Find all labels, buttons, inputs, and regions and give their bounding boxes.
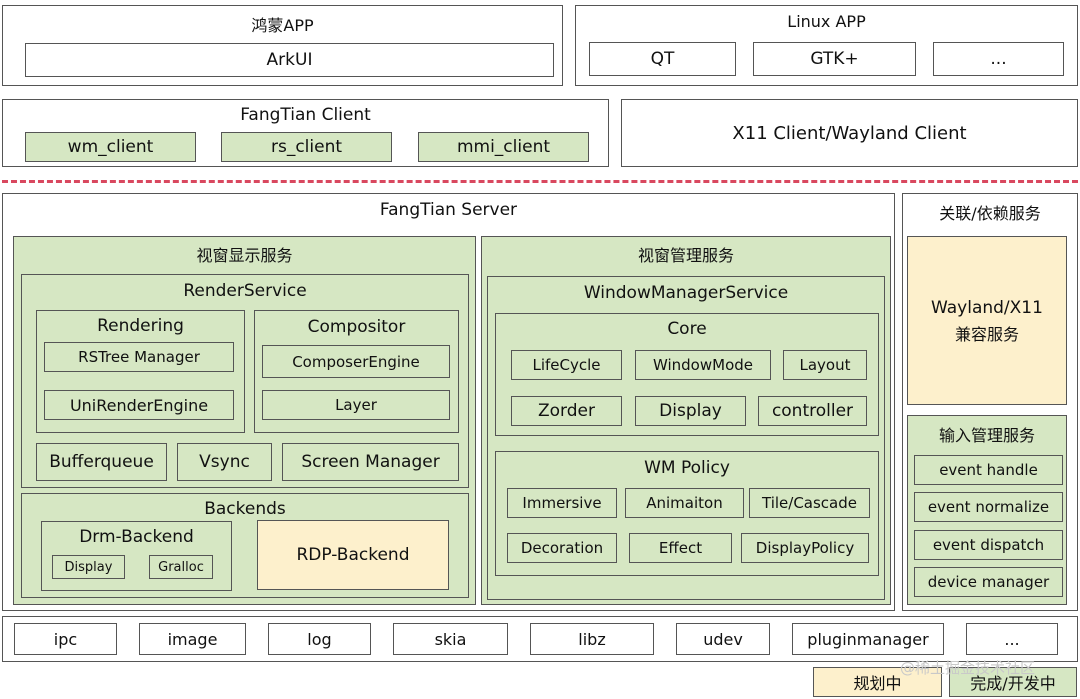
mmi-client-box: mmi_client bbox=[418, 132, 589, 162]
lib-log: log bbox=[268, 623, 371, 655]
fangtian-server-title: FangTian Server bbox=[379, 200, 518, 220]
core-title: Core bbox=[667, 319, 707, 339]
rs-client-box: rs_client bbox=[221, 132, 392, 162]
controller-box: controller bbox=[758, 396, 867, 426]
composer-engine-box: ComposerEngine bbox=[262, 345, 450, 378]
lib-skia: skia bbox=[393, 623, 508, 655]
vsync-box: Vsync bbox=[177, 443, 272, 481]
wayland-compat-line2: 兼容服务 bbox=[954, 325, 1019, 344]
lib-image: image bbox=[139, 623, 246, 655]
rendering-panel: Rendering RSTree Manager UniRenderEngine bbox=[36, 310, 245, 433]
display-subbox: Display bbox=[52, 555, 125, 579]
screen-manager-box: Screen Manager bbox=[282, 443, 459, 481]
wayland-compat-box: Wayland/X11 兼容服务 bbox=[907, 236, 1067, 405]
hongmeng-app-panel: 鸿蒙APP ArkUI bbox=[2, 5, 563, 86]
render-service-title: RenderService bbox=[183, 281, 307, 301]
fangtian-client-title: FangTian Client bbox=[240, 105, 371, 125]
lifecycle-box: LifeCycle bbox=[511, 350, 622, 380]
fangtian-client-panel: FangTian Client wm_client rs_client mmi_… bbox=[2, 99, 609, 167]
backends-title: Backends bbox=[204, 499, 286, 519]
rstree-manager-box: RSTree Manager bbox=[44, 342, 234, 372]
gralloc-subbox: Gralloc bbox=[149, 555, 213, 579]
related-services-title: 关联/依赖服务 bbox=[939, 204, 1041, 223]
lib-pluginmanager: pluginmanager bbox=[792, 623, 944, 655]
rdp-backend-box: RDP-Backend bbox=[257, 520, 449, 590]
wm-policy-title: WM Policy bbox=[644, 458, 730, 478]
event-normalize-box: event normalize bbox=[914, 492, 1063, 522]
watermark: @稀土掘金技术社区 bbox=[900, 659, 1036, 677]
compositor-panel: Compositor ComposerEngine Layer bbox=[254, 310, 459, 433]
zorder-box: Zorder bbox=[511, 396, 622, 426]
hongmeng-app-title: 鸿蒙APP bbox=[251, 16, 314, 35]
qt-box: QT bbox=[589, 42, 736, 76]
wms-title: WindowManagerService bbox=[583, 283, 789, 303]
display-box: Display bbox=[635, 396, 746, 426]
linux-app-title: Linux APP bbox=[787, 12, 866, 31]
displaypolicy-box: DisplayPolicy bbox=[741, 533, 869, 563]
input-service-title: 输入管理服务 bbox=[938, 426, 1035, 445]
immersive-box: Immersive bbox=[507, 488, 617, 518]
x11-wayland-client-box: X11 Client/Wayland Client bbox=[621, 99, 1078, 167]
drm-backend-panel: Drm-Backend Display Gralloc bbox=[41, 521, 232, 591]
wayland-compat-line1: Wayland/X11 bbox=[931, 298, 1043, 318]
legend-planned: 规划中 bbox=[813, 667, 942, 697]
bufferqueue-box: Bufferqueue bbox=[36, 443, 167, 481]
animation-box: Animaiton bbox=[625, 488, 744, 518]
decoration-box: Decoration bbox=[507, 533, 617, 563]
event-dispatch-box: event dispatch bbox=[914, 530, 1063, 560]
legend-done: 完成/开发中 bbox=[949, 667, 1077, 697]
device-manager-box: device manager bbox=[914, 567, 1063, 597]
layout-box: Layout bbox=[783, 350, 867, 380]
tile-cascade-box: Tile/Cascade bbox=[749, 488, 870, 518]
compositor-title: Compositor bbox=[307, 317, 406, 337]
window-service-title: 视窗管理服务 bbox=[637, 246, 734, 265]
windowmode-box: WindowMode bbox=[635, 350, 771, 380]
arkui-box: ArkUI bbox=[25, 43, 554, 77]
gtk-box: GTK+ bbox=[753, 42, 916, 76]
lib-udev: udev bbox=[676, 623, 770, 655]
display-service-title: 视窗显示服务 bbox=[196, 246, 293, 265]
wm-client-box: wm_client bbox=[25, 132, 196, 162]
drm-backend-title: Drm-Backend bbox=[79, 527, 194, 547]
effect-box: Effect bbox=[629, 533, 732, 563]
linux-more-box: ... bbox=[933, 42, 1064, 76]
lib-ipc: ipc bbox=[14, 623, 117, 655]
client-server-divider bbox=[2, 180, 1078, 183]
lib-more: ... bbox=[966, 623, 1058, 655]
rendering-title: Rendering bbox=[97, 316, 184, 336]
layer-box: Layer bbox=[262, 390, 450, 420]
unirenderengine-box: UniRenderEngine bbox=[44, 390, 234, 420]
linux-app-panel: Linux APP QT GTK+ ... bbox=[575, 5, 1078, 86]
lib-libz: libz bbox=[530, 623, 654, 655]
event-handle-box: event handle bbox=[914, 455, 1063, 485]
